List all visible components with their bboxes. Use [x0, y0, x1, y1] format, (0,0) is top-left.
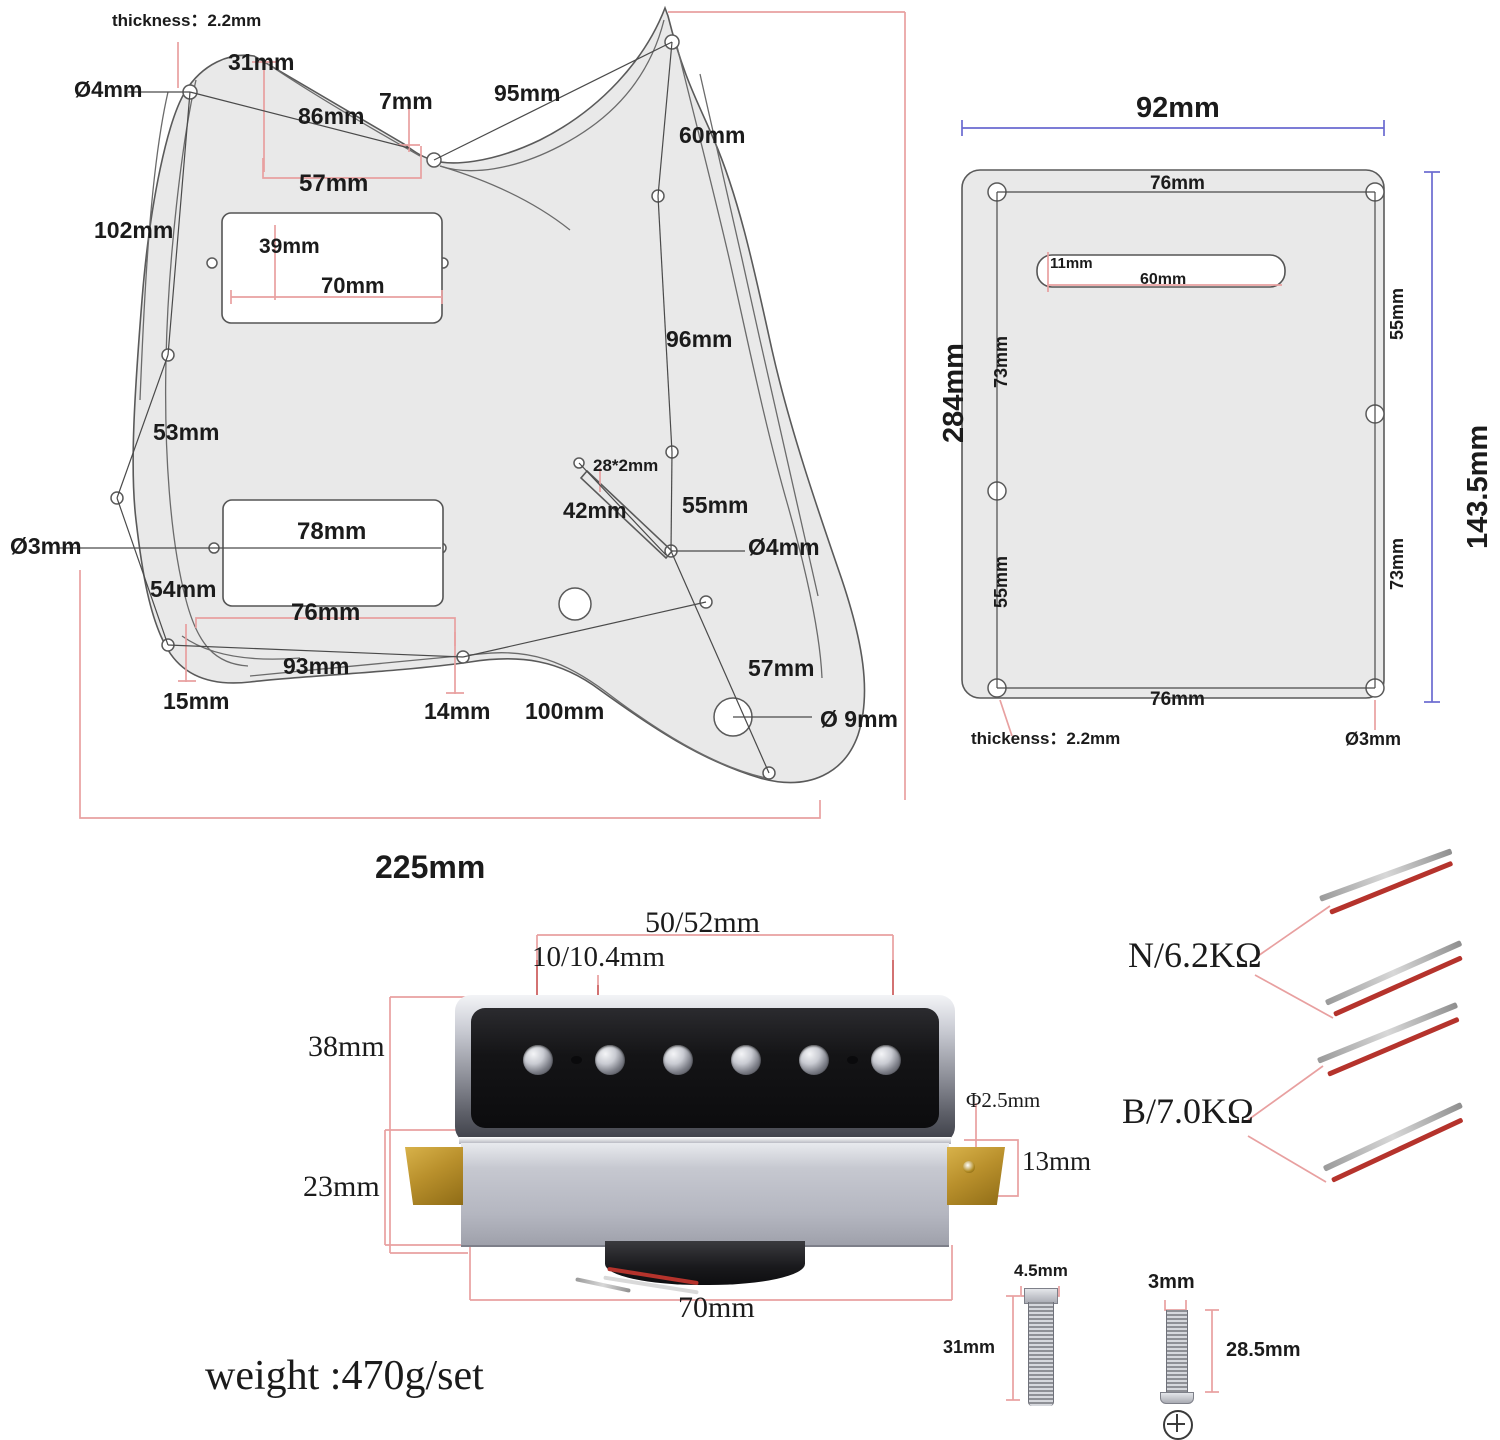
pickup-dot — [571, 1056, 582, 1064]
pickup-dot — [847, 1056, 858, 1064]
tab-hole — [963, 1161, 975, 1173]
label-hole-3mm-backplate: Ø3mm — [1345, 729, 1402, 749]
label-23mm: 23mm — [303, 1170, 380, 1203]
label-hole-9mm: Ø 9mm — [820, 706, 898, 732]
label-73mm-right: 73mm — [1387, 537, 1407, 590]
pickup-chrome-edge — [459, 1137, 951, 1144]
label-93mm: 93mm — [283, 653, 350, 679]
label-screw-31mm: 31mm — [943, 1337, 996, 1357]
label-hole-4mm-right: Ø4mm — [748, 534, 820, 560]
label-11mm: 11mm — [1050, 255, 1093, 272]
label-hole-4mm-top: Ø4mm — [74, 77, 143, 102]
label-76mm-pg: 76mm — [291, 599, 361, 626]
label-57mm-top: 57mm — [299, 170, 369, 197]
label-10-10-4mm: 10/10.4mm — [532, 941, 665, 973]
pickup-bobbin-bottom — [605, 1241, 805, 1285]
backplate-outline — [961, 169, 1385, 699]
label-73mm-left: 73mm — [991, 335, 1011, 388]
bridge-lead-shield-2 — [1322, 1102, 1464, 1172]
label-54mm: 54mm — [150, 576, 217, 602]
label-53mm: 53mm — [153, 419, 220, 445]
spring-screw-thread — [1028, 1302, 1054, 1406]
label-14mm: 14mm — [424, 698, 491, 724]
lead-callout-lines — [1247, 905, 1334, 1183]
pickguard-leader-lines — [58, 41, 812, 774]
label-100mm: 100mm — [525, 698, 605, 724]
label-57mm-bottom: 57mm — [748, 655, 815, 681]
label-screw-28-5mm: 28.5mm — [1226, 1339, 1301, 1361]
label-bridge-resistance: B/7.0KΩ — [1122, 1091, 1254, 1131]
label-screw-3mm: 3mm — [1148, 1271, 1195, 1293]
label-284mm: 284mm — [938, 343, 970, 443]
label-weight: weight :470g/set — [205, 1353, 484, 1399]
pickguard-inner-contours — [139, 19, 823, 779]
label-76mm-bottom: 76mm — [1150, 689, 1205, 710]
label-phi-2-5mm: Φ2.5mm — [966, 1088, 1041, 1112]
pickup-photo — [405, 995, 1005, 1295]
label-55mm-left: 55mm — [991, 555, 1011, 608]
label-143-5mm: 143.5mm — [1462, 424, 1494, 549]
pole-piece — [731, 1045, 761, 1075]
label-55mm-right: 55mm — [1387, 287, 1407, 340]
label-70mm-pickup: 70mm — [678, 1291, 755, 1324]
label-92mm: 92mm — [1136, 92, 1220, 124]
label-60mm: 60mm — [1140, 271, 1187, 288]
bridge-pickup-leads — [1316, 1002, 1498, 1183]
label-50-52mm: 50/52mm — [645, 906, 761, 939]
label-28x2mm: 28*2mm — [593, 456, 659, 475]
mount-screw-thread — [1166, 1310, 1188, 1392]
label-13mm: 13mm — [1022, 1146, 1092, 1176]
label-hole-3mm-left: Ø3mm — [10, 533, 82, 559]
label-31mm: 31mm — [228, 49, 295, 75]
phillips-cross-icon — [1163, 1410, 1193, 1440]
label-225mm: 225mm — [375, 849, 486, 885]
label-39mm: 39mm — [259, 235, 320, 258]
label-70mm: 70mm — [321, 273, 385, 298]
label-screw-4-5mm: 4.5mm — [1014, 1261, 1068, 1280]
label-7mm: 7mm — [379, 88, 433, 114]
label-76mm-top: 76mm — [1150, 173, 1205, 194]
label-neck-resistance: N/6.2KΩ — [1128, 935, 1262, 975]
label-86mm: 86mm — [298, 103, 365, 129]
label-38mm: 38mm — [308, 1030, 385, 1063]
pole-piece — [523, 1045, 553, 1075]
mounting-tab-left — [405, 1147, 463, 1205]
label-60mm: 60mm — [679, 122, 746, 148]
mount-screw-head — [1160, 1392, 1194, 1404]
label-95mm: 95mm — [494, 80, 561, 106]
label-thickness: thickness：2.2mm — [112, 11, 262, 30]
pole-piece — [595, 1045, 625, 1075]
neck-lead-shield-2 — [1324, 940, 1463, 1006]
label-15mm: 15mm — [163, 688, 230, 714]
backplate-dimension-lines — [961, 120, 1440, 737]
label-backplate-thickness: thickenss：2.2mm — [971, 729, 1121, 748]
label-96mm: 96mm — [666, 326, 733, 352]
neck-pickup-leads — [1318, 848, 1500, 1017]
mounting-tab-right — [947, 1147, 1005, 1205]
pole-piece — [799, 1045, 829, 1075]
label-102mm: 102mm — [94, 217, 174, 243]
pickguard-pickup-cutouts — [221, 212, 444, 607]
label-78mm: 78mm — [297, 518, 367, 545]
pole-piece — [871, 1045, 901, 1075]
pickup-chrome-side — [461, 1143, 949, 1247]
pickguard-dimension-lines — [79, 11, 906, 819]
control-slot — [579, 469, 674, 560]
pole-piece — [663, 1045, 693, 1075]
label-55mm: 55mm — [682, 492, 749, 518]
label-42mm: 42mm — [563, 498, 627, 523]
